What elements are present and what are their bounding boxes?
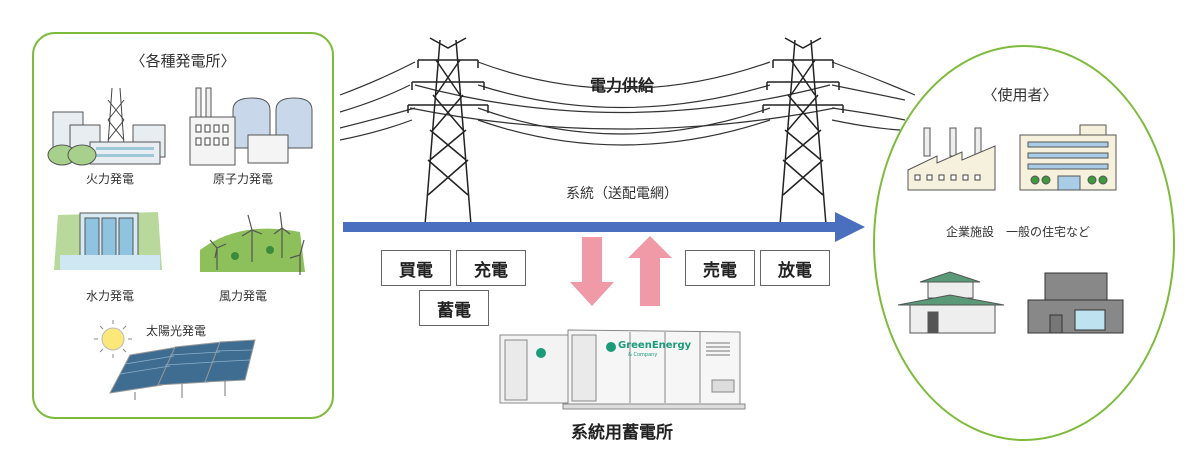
- factory-icon: [907, 127, 996, 191]
- users-panel: [873, 45, 1175, 441]
- source-label-solar: 太陽光発電: [145, 324, 207, 338]
- source-label-hydro: 水力発電: [85, 289, 135, 303]
- japanese-house-icon: [897, 271, 1005, 334]
- storage-station-label: 系統用蓄電所: [571, 423, 673, 443]
- charge-arrow-down: [570, 237, 614, 306]
- users-caption: 企業施設 一般の住宅など: [945, 225, 1091, 239]
- power-lines: [339, 61, 916, 146]
- source-label-wind: 風力発電: [218, 289, 268, 303]
- discharge-arrow-up: [628, 236, 672, 306]
- nuclear-plant-icon: [189, 87, 313, 166]
- tag-charge: 充電: [456, 250, 526, 286]
- solar-panels-icon: [109, 339, 256, 400]
- sources-title: 〈各種発電所〉: [130, 52, 236, 70]
- tag-buy-power: 買電: [381, 250, 451, 286]
- battery-container-front: [562, 329, 746, 410]
- transmission-tower-left: [407, 37, 489, 226]
- modern-house-icon: [1027, 272, 1124, 334]
- power-supply-label: 電力供給: [589, 76, 655, 95]
- hydro-dam-icon: [54, 212, 162, 270]
- tag-discharge: 放電: [760, 250, 830, 286]
- brand-sub-text: & Company: [628, 352, 658, 358]
- battery-container-back: [499, 334, 581, 404]
- transmission-tower-right: [762, 37, 844, 226]
- tag-store: 蓄電: [419, 290, 489, 326]
- office-building-icon: [1019, 124, 1117, 191]
- source-label-nuclear: 原子力発電: [212, 172, 274, 186]
- grid-network-label: 系統（送配電網）: [566, 186, 678, 202]
- sun-icon: [94, 320, 132, 358]
- tag-sell-power: 売電: [685, 250, 755, 286]
- source-label-thermal: 火力発電: [85, 172, 135, 186]
- grid-flow-arrow: [343, 212, 865, 242]
- wind-farm-icon: [200, 211, 305, 275]
- thermal-plant-icon: [47, 87, 166, 166]
- users-title: 〈使用者〉: [982, 86, 1058, 104]
- brand-logo-text: GreenEnergy: [618, 340, 692, 351]
